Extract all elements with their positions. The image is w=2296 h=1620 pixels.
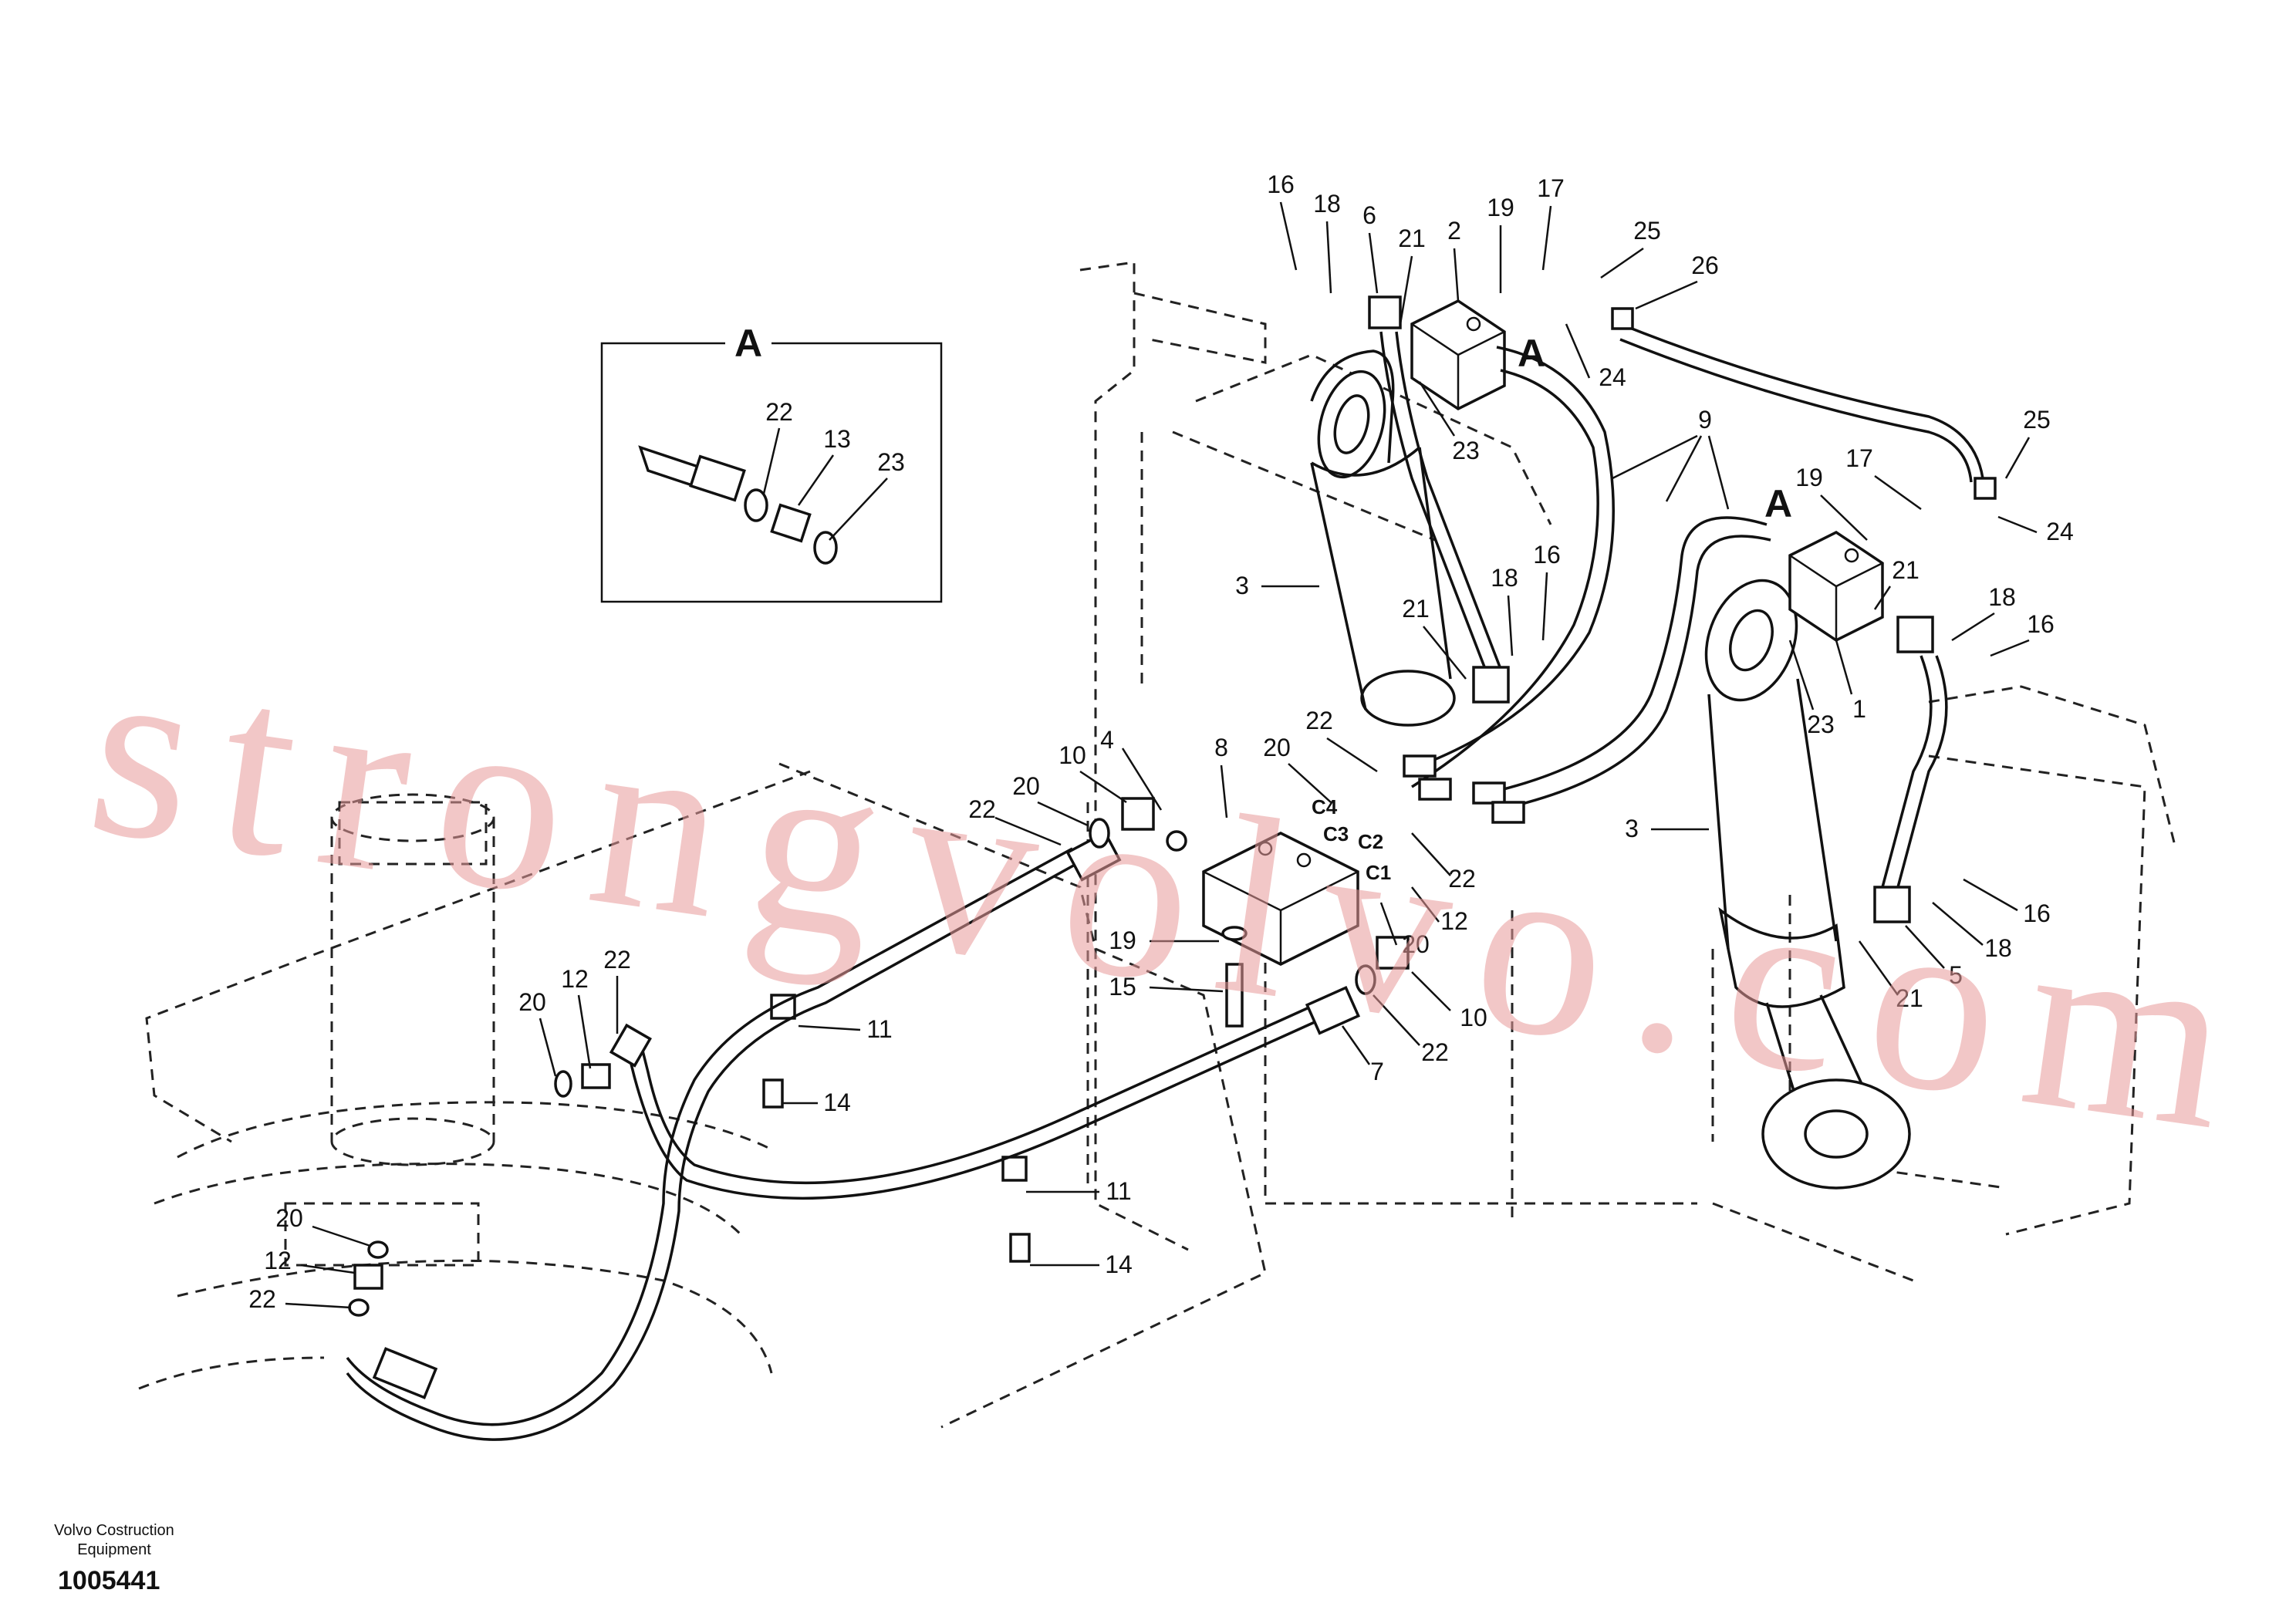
callout: 21 — [1398, 224, 1426, 252]
callout: 9 — [1698, 406, 1712, 434]
callout: 12 — [561, 965, 589, 993]
callout: 22 — [1448, 865, 1476, 893]
callout: 16 — [1533, 541, 1561, 569]
callout: 19 — [1795, 464, 1823, 491]
callout: 24 — [2046, 518, 2074, 545]
detail-label-23: 23 — [877, 448, 905, 476]
callout: 22 — [248, 1285, 276, 1313]
callout: 19 — [1109, 926, 1136, 954]
small-fittings — [348, 797, 1410, 1317]
callout: 16 — [1267, 170, 1295, 198]
callout: 18 — [1988, 583, 2016, 611]
callout: 1 — [1852, 695, 1866, 723]
callout: 15 — [1109, 973, 1136, 1001]
callout: 3 — [1625, 815, 1639, 842]
boom-cylinder-right — [1704, 579, 1911, 1190]
callout: 8 — [1214, 734, 1228, 761]
callout: 16 — [2027, 610, 2055, 638]
hose-fittings — [1403, 307, 1997, 824]
callout: 20 — [518, 988, 546, 1016]
hoses-7-8 — [346, 830, 1361, 1441]
callout: 22 — [968, 795, 996, 823]
callout: 18 — [1491, 564, 1518, 592]
callout: 3 — [1235, 572, 1249, 599]
detail-view-a: A 22 13 23 — [600, 322, 943, 603]
callout: 10 — [1460, 1004, 1487, 1031]
view-marker-a-right: A — [1764, 482, 1792, 525]
port-label-c3: C3 — [1323, 822, 1349, 845]
callout: 22 — [1305, 707, 1333, 734]
callout: 16 — [2023, 899, 2051, 927]
callout: 10 — [1059, 741, 1086, 769]
callout: 20 — [1012, 772, 1040, 800]
callout: 21 — [1892, 556, 1920, 584]
callout: 19 — [1487, 194, 1514, 221]
callout: 6 — [1362, 201, 1376, 229]
callout: 7 — [1370, 1058, 1384, 1085]
callout: 22 — [603, 946, 631, 974]
port-label-c2: C2 — [1358, 830, 1383, 853]
figure-id: 1005441 — [58, 1566, 160, 1595]
callout: 21 — [1896, 984, 1923, 1012]
port-labels: C4 C3 C2 C1 — [1312, 795, 1391, 884]
callout: 25 — [1633, 217, 1661, 245]
callout: 11 — [1106, 1177, 1131, 1205]
callout: 4 — [1100, 726, 1114, 754]
detail-view-title: A — [734, 322, 762, 365]
boom-cylinder-left — [1310, 349, 1456, 727]
callout: 24 — [1599, 363, 1626, 391]
callout: 14 — [823, 1088, 851, 1116]
background-outlines — [138, 261, 2177, 1429]
callout: 23 — [1452, 437, 1480, 464]
callout: 23 — [1807, 710, 1835, 738]
callouts: 16 18 6 21 2 19 17 25 26 24 23 9 25 17 1… — [248, 170, 2074, 1313]
callout: 22 — [1421, 1038, 1449, 1066]
callout: 5 — [1949, 961, 1963, 989]
port-label-c1: C1 — [1366, 861, 1391, 884]
callout: 25 — [2023, 406, 2051, 434]
callout: 2 — [1447, 217, 1461, 245]
callout: 20 — [275, 1204, 303, 1232]
callout: 12 — [264, 1247, 292, 1274]
callout: 17 — [1537, 174, 1565, 202]
callout: 20 — [1402, 930, 1430, 958]
callout: 12 — [1440, 907, 1468, 935]
callout: 26 — [1691, 251, 1719, 279]
swing-motor-outline — [330, 793, 495, 1166]
callout: 21 — [1402, 595, 1430, 623]
callout: 18 — [1313, 190, 1341, 218]
brand-line-1: Volvo Costruction — [54, 1522, 174, 1539]
detail-label-22: 22 — [765, 398, 793, 426]
steel-tubes — [1368, 295, 1948, 923]
hose-bundle — [1403, 307, 1997, 824]
port-label-c4: C4 — [1312, 795, 1338, 818]
detail-label-13: 13 — [823, 425, 851, 453]
callout: 18 — [1984, 934, 2012, 962]
callout: 11 — [866, 1015, 892, 1043]
callout: 17 — [1845, 444, 1873, 472]
callout: 14 — [1105, 1250, 1133, 1278]
brand-line-2: Equipment — [77, 1541, 151, 1558]
view-marker-a-top: A — [1518, 332, 1545, 375]
manifold-block-1 — [1788, 530, 1884, 643]
callout: 20 — [1263, 734, 1291, 761]
